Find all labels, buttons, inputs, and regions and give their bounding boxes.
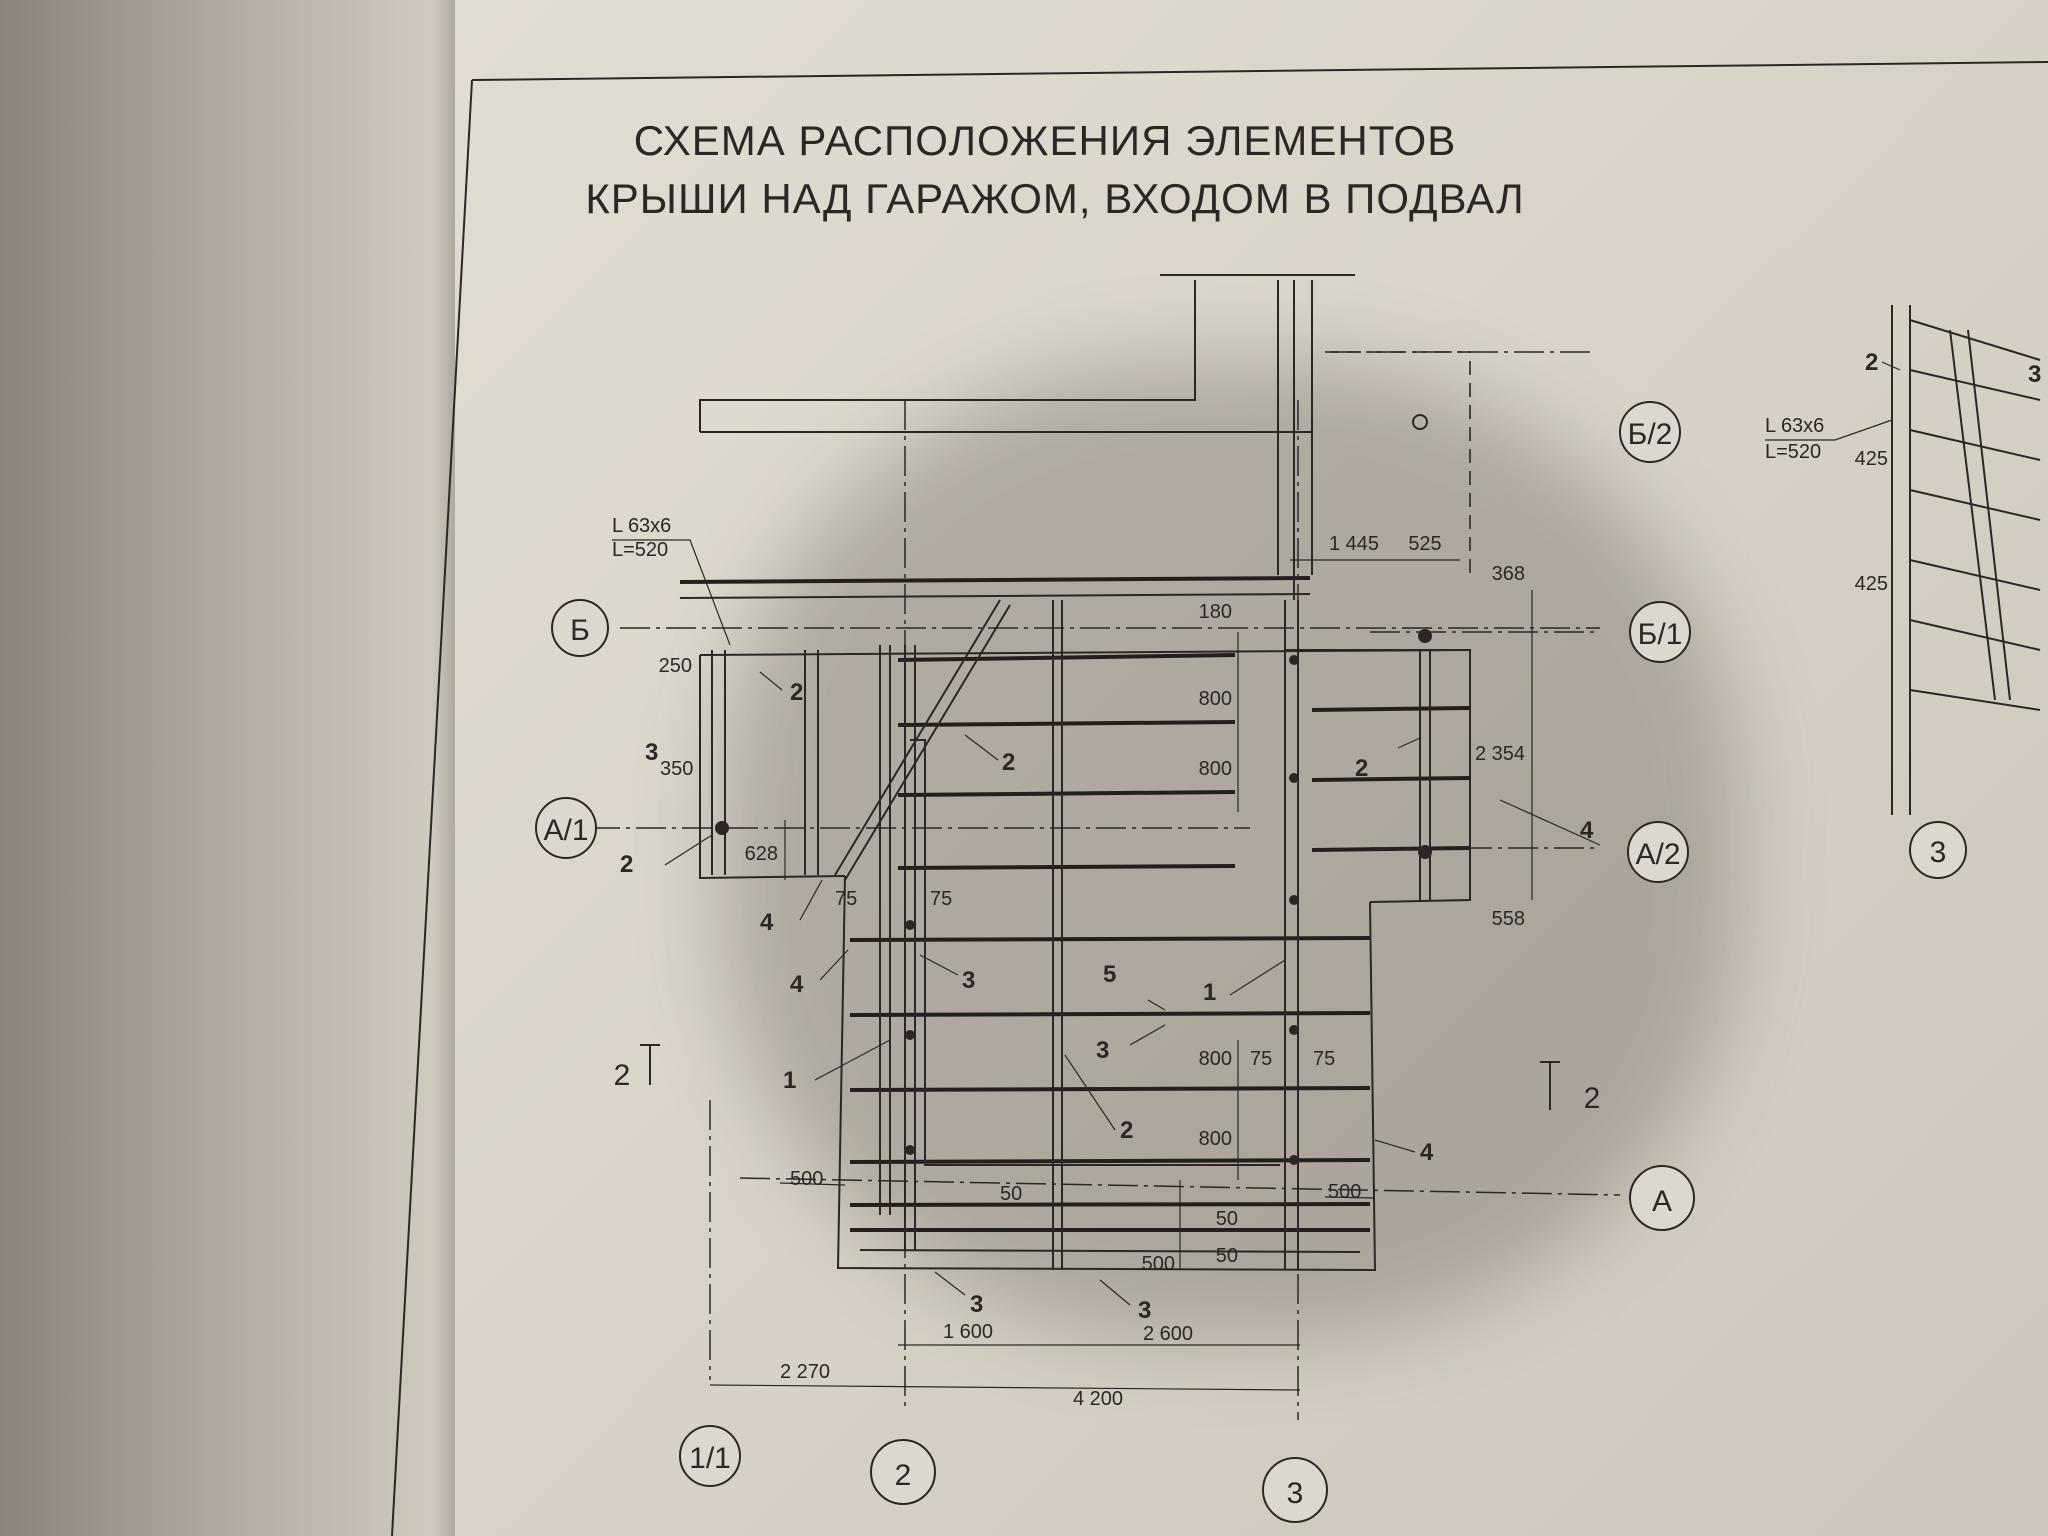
dim-2354: 2 354 bbox=[1475, 743, 1525, 765]
mark-4-d: 4 bbox=[1420, 1139, 1434, 1166]
title-line1: СХЕМА РАСПОЛОЖЕНИЯ ЭЛЕМЕНТОВ bbox=[634, 117, 1456, 164]
dim-75-d: 75 bbox=[1313, 1048, 1335, 1070]
section-markers bbox=[640, 1044, 1560, 1110]
adjoining-wall bbox=[699, 274, 1471, 600]
detail-dim-425-b: 425 bbox=[1855, 573, 1888, 595]
angle-leader bbox=[612, 539, 731, 646]
detail-fragment bbox=[1765, 305, 2041, 815]
detail-mark-2: 2 bbox=[1865, 349, 1878, 376]
dim-50-c: 50 bbox=[1216, 1245, 1238, 1267]
dim-800-b: 800 bbox=[1199, 758, 1232, 780]
dim-75-c: 75 bbox=[1250, 1048, 1272, 1070]
axis-b2-label: Б/2 bbox=[1628, 418, 1673, 451]
mark-1-a: 1 bbox=[1203, 979, 1216, 1006]
dim-800-d: 800 bbox=[1199, 1128, 1232, 1150]
mark-3-a: 3 bbox=[645, 739, 658, 766]
dim-75-b: 75 bbox=[930, 888, 952, 910]
detail-length: L=520 bbox=[1765, 441, 1821, 463]
title-line2: КРЫШИ НАД ГАРАЖОМ, ВХОДОМ В ПОДВАЛ bbox=[585, 175, 1524, 222]
mark-2-a: 2 bbox=[790, 679, 803, 706]
dim-558: 558 bbox=[1492, 908, 1525, 930]
dim-800-c: 800 bbox=[1199, 1048, 1232, 1070]
left-page bbox=[0, 0, 470, 1536]
sheet-frame-left bbox=[391, 79, 473, 1536]
mark-3-e: 3 bbox=[1138, 1297, 1151, 1324]
dim-350: 350 bbox=[660, 758, 693, 780]
axis-b1-label: Б/1 bbox=[1638, 618, 1683, 651]
dim-500-b: 500 bbox=[1328, 1181, 1361, 1203]
mark-2-d: 2 bbox=[620, 851, 633, 878]
section-left-label: 2 bbox=[614, 1059, 631, 1092]
dim-75-a: 75 bbox=[835, 888, 857, 910]
mark-4-c: 4 bbox=[790, 971, 804, 998]
dim-50-a: 50 bbox=[1000, 1183, 1022, 1205]
axis-3-label: 3 bbox=[1287, 1477, 1304, 1510]
mark-2-c: 2 bbox=[1355, 755, 1368, 782]
detail-axis-3-label: 3 bbox=[1930, 836, 1947, 869]
dim-1445: 1 445 bbox=[1329, 533, 1379, 555]
dim-525: 525 bbox=[1408, 533, 1441, 555]
detail-mark-3: 3 bbox=[2028, 361, 2041, 388]
purlins bbox=[849, 653, 1471, 1232]
drawing-sheet bbox=[455, 0, 2048, 1536]
axis-a2-label: А/2 bbox=[1635, 838, 1680, 871]
dim-50-b: 50 bbox=[1216, 1208, 1238, 1230]
axis-a-label: А bbox=[1652, 1185, 1672, 1218]
roof-outline bbox=[679, 576, 1471, 1272]
dim-628: 628 bbox=[745, 843, 778, 865]
axis-b-label: Б bbox=[570, 614, 590, 647]
detail-dim-425-a: 425 bbox=[1855, 448, 1888, 470]
dim-2600: 2 600 bbox=[1143, 1323, 1193, 1345]
dim-368: 368 bbox=[1492, 563, 1525, 585]
dim-800-a: 800 bbox=[1199, 688, 1232, 710]
mark-leaders bbox=[664, 671, 1601, 1306]
sheet-frame-top bbox=[471, 61, 2048, 81]
dim-2270: 2 270 bbox=[780, 1361, 830, 1383]
angle-profile: L 63x6 bbox=[612, 515, 671, 537]
angle-length: L=520 bbox=[612, 539, 668, 561]
mark-5: 5 bbox=[1103, 961, 1116, 988]
mark-3-d: 3 bbox=[970, 1291, 983, 1318]
dim-250: 250 bbox=[659, 655, 692, 677]
dim-1600: 1 600 bbox=[943, 1321, 993, 1343]
axis-a1-label: А/1 bbox=[543, 814, 588, 847]
dim-500-a: 500 bbox=[790, 1168, 823, 1190]
dim-180: 180 bbox=[1199, 601, 1232, 623]
mark-4-b: 4 bbox=[760, 909, 774, 936]
section-right-label: 2 bbox=[1584, 1082, 1601, 1115]
mark-2-b: 2 bbox=[1002, 749, 1015, 776]
mark-3-b: 3 bbox=[962, 967, 975, 994]
mark-4-a: 4 bbox=[1580, 817, 1594, 844]
detail-profile: L 63x6 bbox=[1765, 415, 1824, 437]
axis-2-label: 2 bbox=[895, 1459, 912, 1492]
axis-11-label: 1/1 bbox=[689, 1442, 731, 1475]
gridlines bbox=[590, 351, 1621, 1420]
mark-3-c: 3 bbox=[1096, 1037, 1109, 1064]
anchor-dots bbox=[715, 414, 1432, 1165]
mark-2-e: 2 bbox=[1120, 1117, 1133, 1144]
dim-4200: 4 200 bbox=[1073, 1388, 1123, 1410]
dimension-lines bbox=[699, 559, 1533, 1391]
dim-500-c: 500 bbox=[1142, 1253, 1175, 1275]
mark-1-b: 1 bbox=[783, 1067, 796, 1094]
axis-bubbles: Б Б/2 Б/1 А/1 А/2 А 1/1 2 3 3 bbox=[535, 401, 1967, 1523]
